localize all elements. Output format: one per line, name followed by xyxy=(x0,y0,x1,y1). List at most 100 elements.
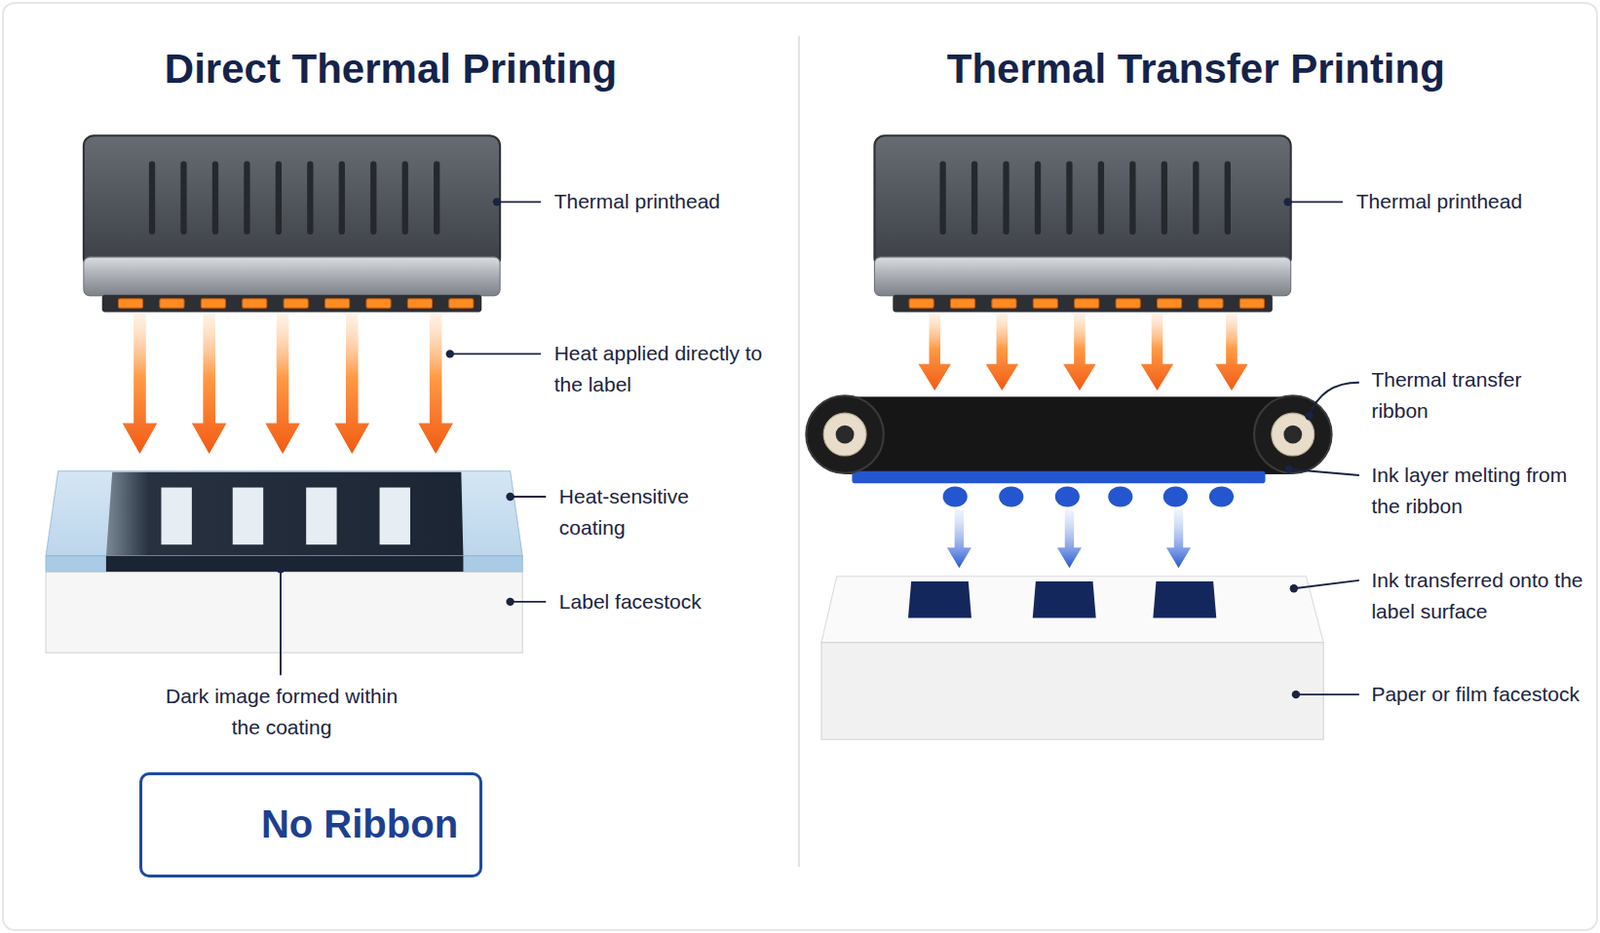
part-label: Heat applied directly to the label xyxy=(554,338,764,401)
panel-heading: Direct Thermal Printing xyxy=(30,39,752,99)
printhead-body xyxy=(874,135,1291,268)
heat-arrow xyxy=(1215,314,1249,392)
leader-line xyxy=(1309,382,1360,418)
heat-sensitive-coating xyxy=(45,471,523,557)
printhead-band xyxy=(874,257,1291,297)
heater-strip xyxy=(102,295,483,313)
ink-droplet xyxy=(998,487,1024,508)
printhead-slot xyxy=(939,160,946,234)
image-gap xyxy=(305,488,337,546)
heating-element xyxy=(242,299,267,308)
heating-element xyxy=(449,299,474,308)
printhead-slot xyxy=(1034,160,1041,234)
leader-line xyxy=(510,495,547,498)
printhead-slot xyxy=(402,160,409,234)
panel-divider xyxy=(798,36,800,868)
transfer-arrow xyxy=(1057,510,1082,570)
heat-arrow xyxy=(265,314,301,455)
illustration-group xyxy=(45,36,1360,868)
leader-line xyxy=(279,569,282,676)
heat-arrow xyxy=(334,314,370,455)
leader-line xyxy=(496,200,541,203)
leader-line xyxy=(1294,580,1360,589)
ribbon-roller xyxy=(805,395,884,474)
printhead-slot xyxy=(1192,160,1199,234)
ribbon-band xyxy=(844,396,1294,475)
leader-line xyxy=(510,601,547,604)
transferred-ink xyxy=(1152,581,1217,619)
part-label: Heat-sensitive coating xyxy=(559,481,730,544)
printhead-slot xyxy=(149,160,155,234)
part-label: Ink transferred onto the label surface xyxy=(1371,565,1584,628)
printhead-slot xyxy=(1066,160,1072,234)
part-label: Label facestock xyxy=(559,586,784,618)
ink-droplet xyxy=(1209,487,1234,508)
thermal-printhead xyxy=(874,135,1291,312)
ink-droplet xyxy=(1055,487,1080,508)
transferred-ink xyxy=(1032,581,1097,619)
printhead-slot xyxy=(1224,160,1231,234)
panel-heading: Thermal Transfer Printing xyxy=(835,39,1557,99)
dark-image xyxy=(106,472,464,557)
leader-line xyxy=(450,352,541,355)
printhead-slot xyxy=(1161,160,1168,234)
transfer-arrow xyxy=(947,510,972,570)
roller-core xyxy=(823,413,867,457)
heat-arrow xyxy=(122,314,158,455)
image-gap xyxy=(160,488,191,546)
heating-element xyxy=(950,299,975,308)
printhead-slot xyxy=(212,160,219,234)
printhead-slot xyxy=(1098,160,1105,234)
callout-box: No Ribbon xyxy=(139,772,483,878)
printhead-slot xyxy=(971,160,978,234)
printhead-slot xyxy=(1129,160,1136,234)
heating-element xyxy=(117,299,143,308)
printhead-band xyxy=(83,257,500,297)
printhead-slot xyxy=(433,160,440,234)
part-label: Ink layer melting from the ribbon xyxy=(1371,459,1584,523)
dark-image-edge xyxy=(106,556,464,573)
heat-arrow xyxy=(191,314,228,455)
ink-layer xyxy=(851,471,1265,485)
heating-element xyxy=(325,299,350,308)
transfer-arrow xyxy=(1166,510,1191,570)
stock-front xyxy=(821,643,1324,740)
printhead-slot xyxy=(339,160,345,234)
printhead-slot xyxy=(370,160,377,234)
label-facestock xyxy=(45,571,523,653)
printhead-slot xyxy=(275,160,282,234)
printhead-slot xyxy=(306,160,313,234)
part-label: Dark image formed within the coating xyxy=(159,681,404,744)
heater-strip xyxy=(892,295,1273,313)
leader-line xyxy=(1288,200,1344,203)
image-gap xyxy=(232,488,264,546)
thermal-printhead xyxy=(83,135,500,312)
leader-dot xyxy=(1283,197,1292,206)
leader-line xyxy=(1289,469,1360,476)
ribbon-roller xyxy=(1254,395,1333,474)
part-label: Thermal printhead xyxy=(1356,186,1581,218)
ink-droplet xyxy=(1107,487,1133,508)
part-label: Thermal printhead xyxy=(554,186,789,218)
transferred-ink xyxy=(908,581,972,619)
heat-arrow xyxy=(1141,314,1175,392)
ink-droplet xyxy=(1163,487,1188,508)
roller-hub xyxy=(1283,425,1302,445)
stock-top xyxy=(821,576,1324,644)
printhead-slot xyxy=(1002,160,1009,234)
heating-element xyxy=(1115,299,1141,308)
leader-dot xyxy=(1304,412,1313,420)
leader-dot xyxy=(505,598,514,607)
heat-arrow xyxy=(986,314,1020,392)
heating-element xyxy=(159,299,185,308)
heating-element xyxy=(366,299,391,308)
heating-element xyxy=(1032,299,1058,308)
ink-droplet xyxy=(943,487,968,508)
heat-arrow xyxy=(1063,314,1097,392)
heating-element xyxy=(407,299,432,308)
heat-arrow xyxy=(418,314,454,455)
printhead-slot xyxy=(243,160,250,234)
